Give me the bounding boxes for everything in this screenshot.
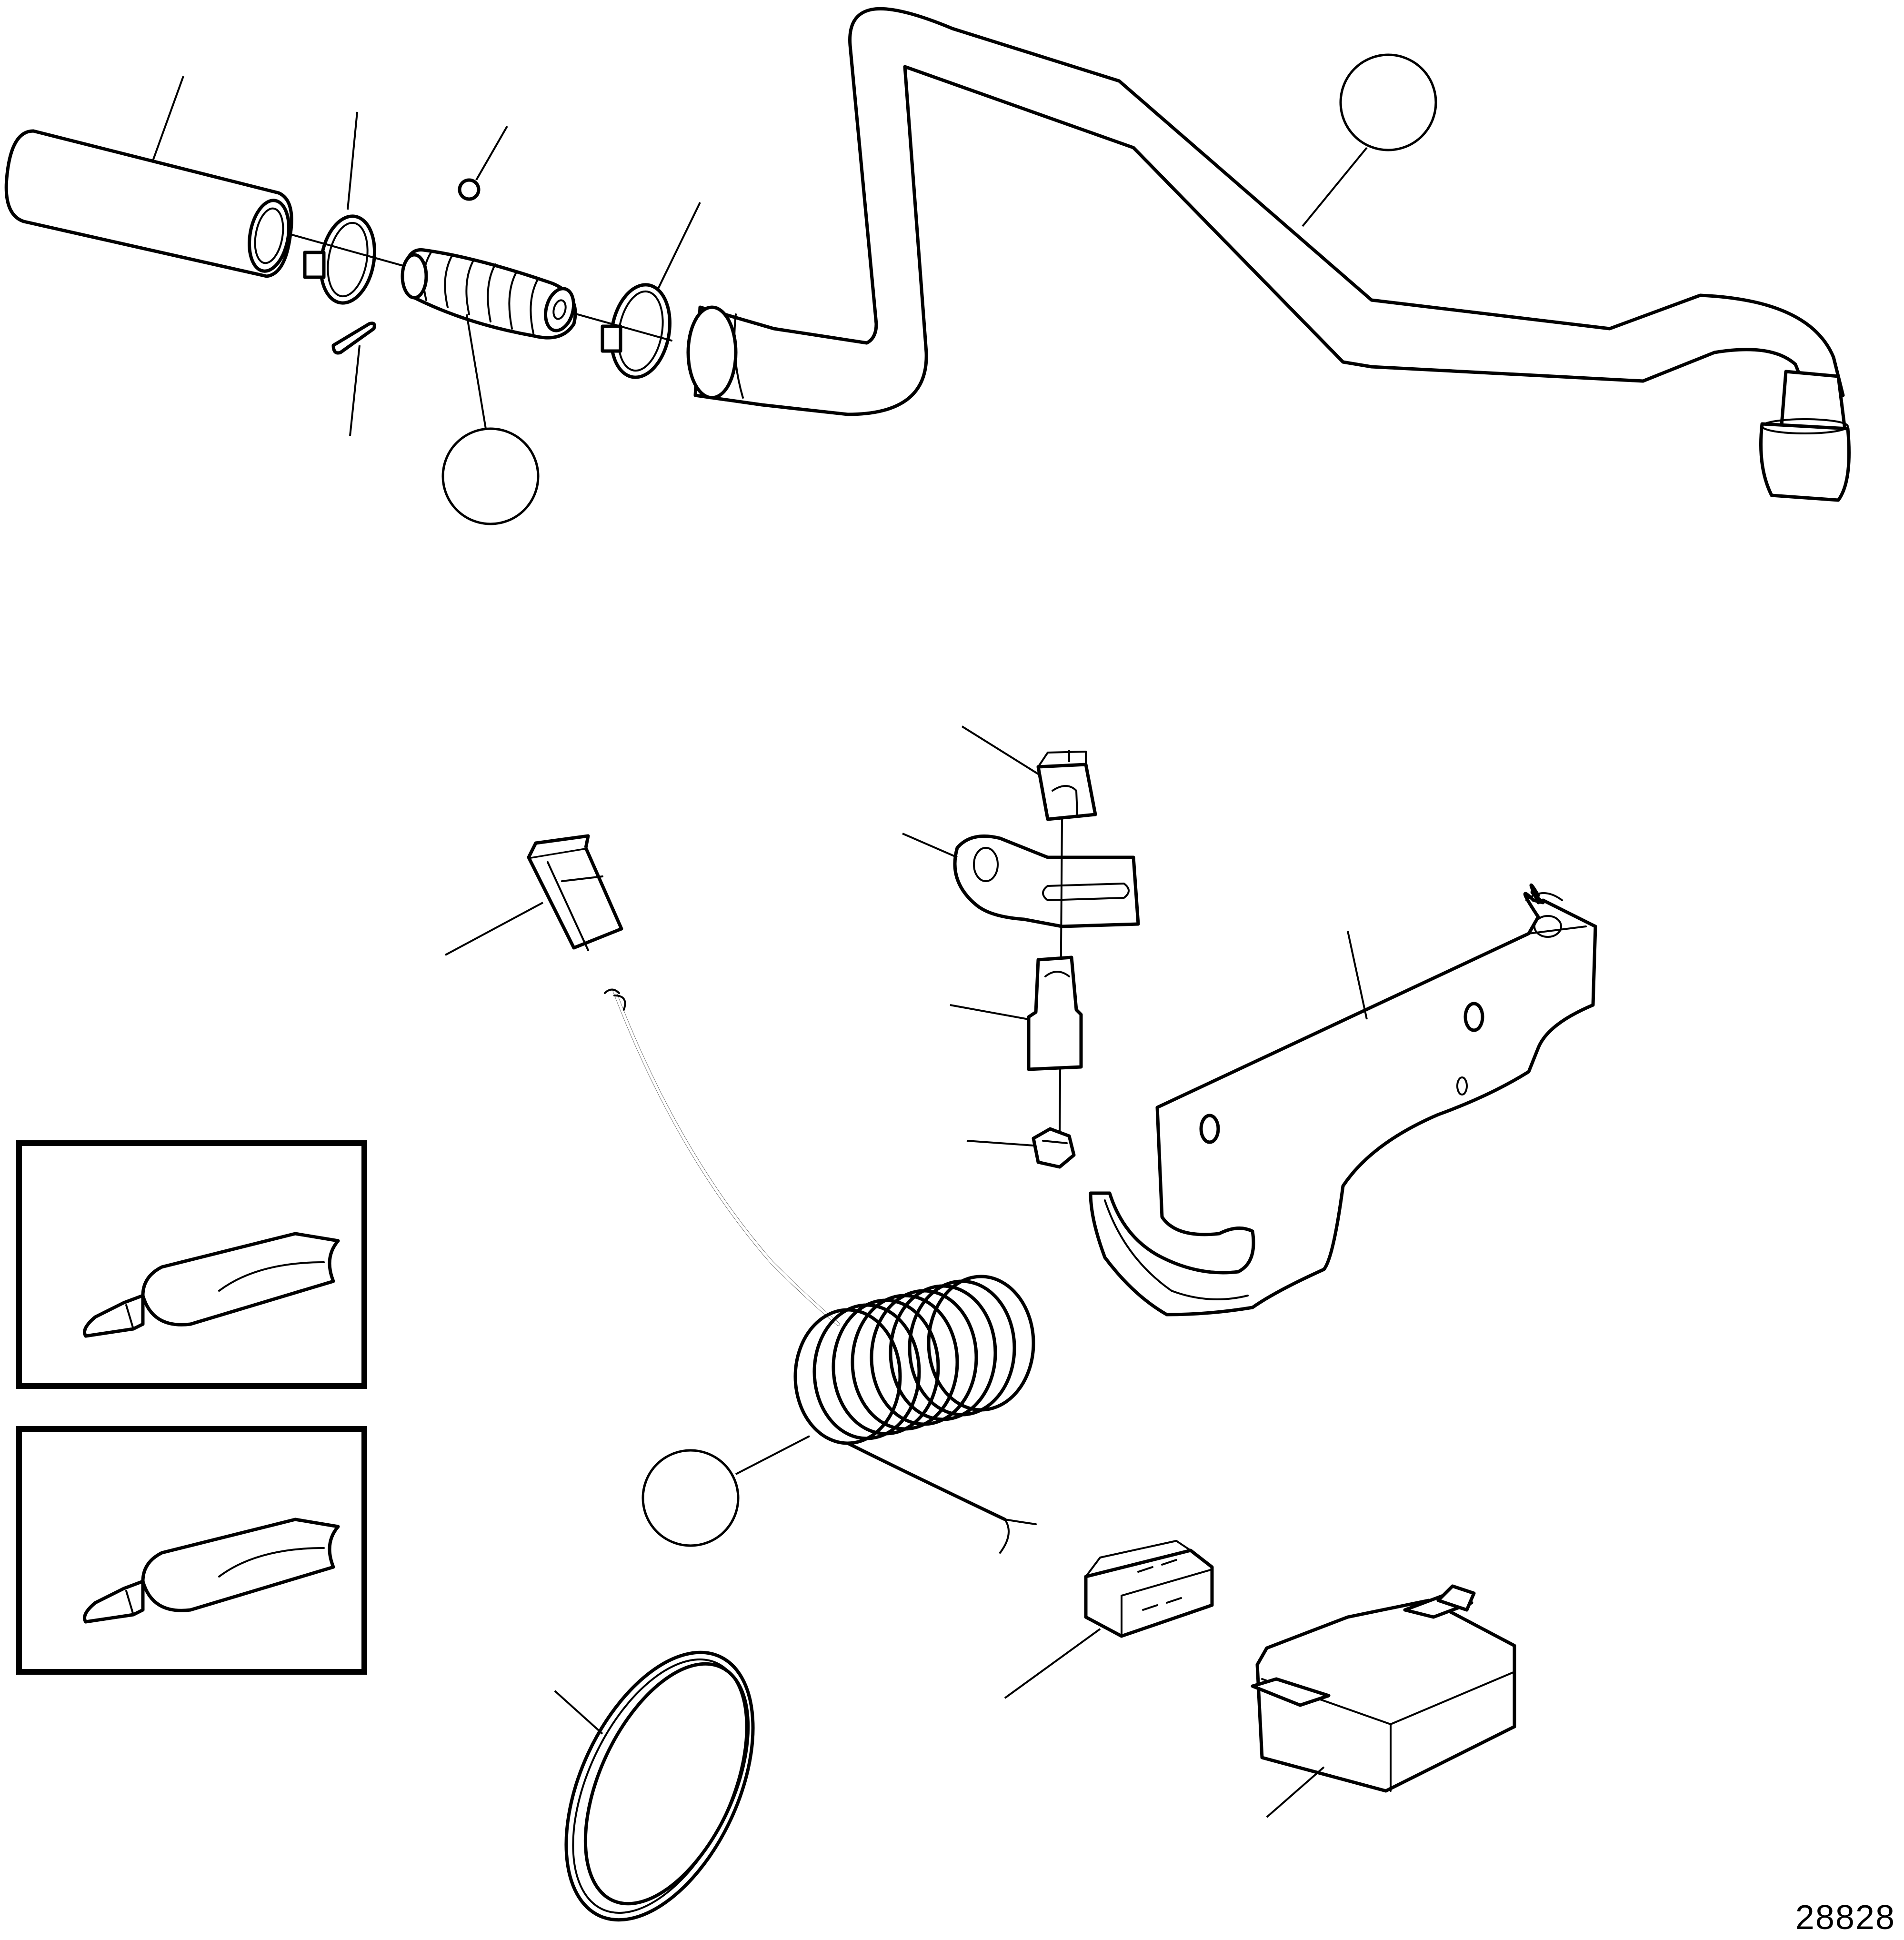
mounting-bracket <box>1089 883 1597 1317</box>
leader-line <box>466 314 487 429</box>
pin <box>331 322 376 355</box>
reference-circle <box>641 1449 740 1547</box>
multi-pin-plug <box>1084 1540 1214 1638</box>
terminal-cap <box>1036 751 1097 821</box>
leader-line <box>961 725 1039 775</box>
hex-bolt <box>1032 1127 1076 1169</box>
bent-pipe <box>686 7 1851 502</box>
leader-line <box>445 902 543 956</box>
bellows-coupling <box>401 248 577 340</box>
sealant-box-1 <box>16 1140 367 1389</box>
small-ball <box>458 178 481 201</box>
leader-line <box>347 111 358 210</box>
leader-line <box>475 126 508 181</box>
hose-clamp-right <box>601 283 671 379</box>
straight-hose-section <box>4 129 293 278</box>
leader-line <box>966 1140 1034 1146</box>
connector-housing <box>527 834 623 951</box>
sealant-tube-icon <box>83 1518 340 1624</box>
slotted-bracket <box>953 834 1140 928</box>
coiled-cable <box>604 988 1037 1554</box>
leader-line <box>349 345 361 436</box>
relay-module <box>1251 1584 1516 1793</box>
leader-line <box>1004 1628 1101 1699</box>
sealant-box-2 <box>16 1426 367 1675</box>
hose-clamp-left <box>303 214 376 305</box>
leader-line <box>1302 147 1368 227</box>
reference-circle <box>1339 53 1437 151</box>
sealant-tube-icon <box>83 1232 340 1338</box>
leader-line <box>1266 1766 1325 1818</box>
figure-number: 28828 <box>1795 1899 1895 1937</box>
leader-line <box>554 1690 603 1735</box>
leader-line <box>950 1004 1029 1020</box>
leader-line <box>1347 931 1368 1020</box>
leader-line <box>656 202 701 291</box>
leader-line <box>902 833 958 858</box>
sealing-ring <box>564 1650 755 1922</box>
sensor-plug <box>1027 955 1083 1071</box>
leader-line <box>735 1435 810 1475</box>
leader-line <box>151 76 184 162</box>
reference-circle <box>441 427 540 525</box>
